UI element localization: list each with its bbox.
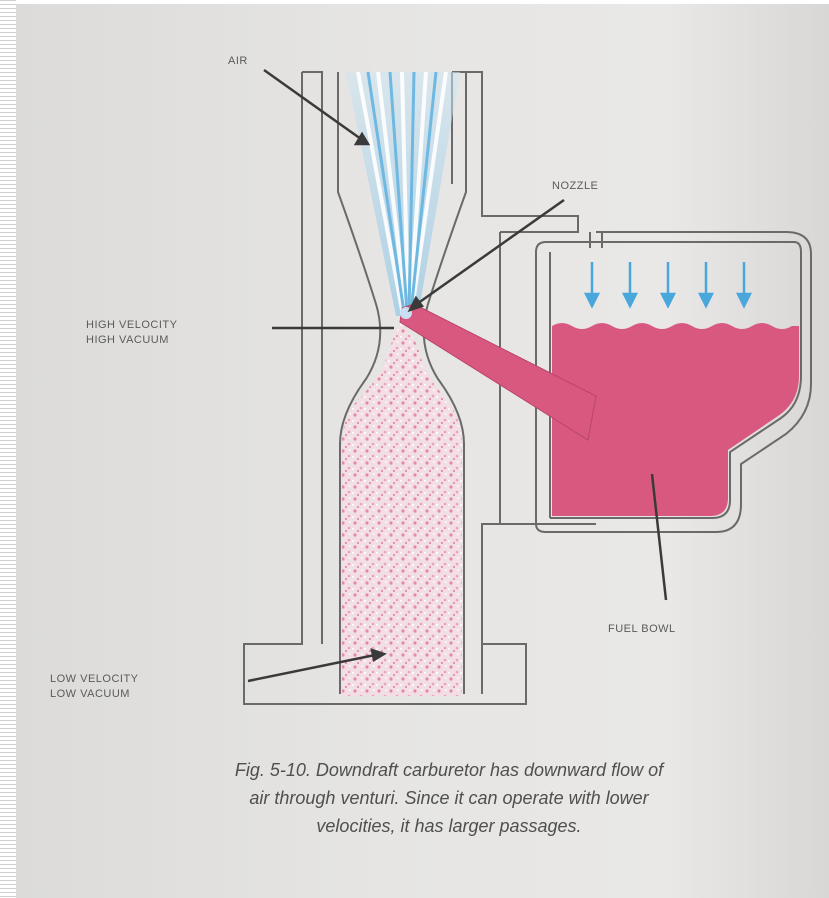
label-fuel-bowl: FUEL BOWL (608, 622, 676, 637)
fuel-mist (342, 322, 462, 696)
label-high-velocity-line2: HIGH VACUUM (86, 333, 177, 348)
figure-caption: Fig. 5-10. Downdraft carburetor has down… (64, 756, 829, 840)
label-nozzle: NOZZLE (552, 179, 598, 194)
page-scan: AIR NOZZLE HIGH VELOCITY HIGH VACUUM LOW… (16, 4, 829, 898)
caption-line-3: velocities, it has larger passages. (64, 812, 829, 840)
label-low-velocity-line1: LOW VELOCITY (50, 672, 139, 687)
label-high-velocity-line1: HIGH VELOCITY (86, 318, 177, 333)
air-flow (346, 72, 460, 316)
label-air: AIR (228, 54, 248, 69)
label-low-velocity: LOW VELOCITY LOW VACUUM (50, 672, 139, 702)
label-high-velocity: HIGH VELOCITY HIGH VACUUM (86, 318, 177, 348)
label-low-velocity-line2: LOW VACUUM (50, 687, 139, 702)
vent-arrows (586, 262, 750, 306)
caption-line-2: air through venturi. Since it can operat… (64, 784, 829, 812)
left-edge-stripe (0, 0, 16, 898)
caption-line-1: Fig. 5-10. Downdraft carburetor has down… (64, 756, 829, 784)
